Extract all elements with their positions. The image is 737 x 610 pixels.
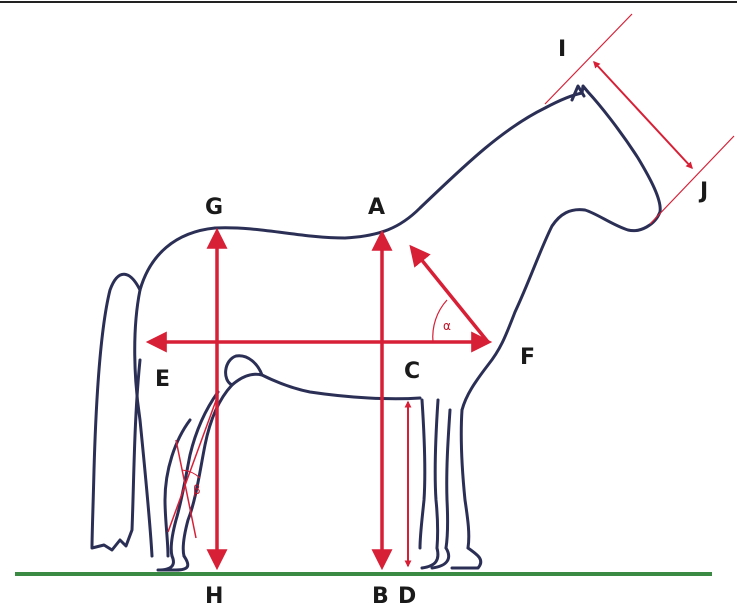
horse-outline <box>90 84 662 572</box>
measurement-lines <box>145 13 735 571</box>
shoulder-angle-arc <box>432 299 448 343</box>
head-ref-line-top <box>544 13 633 105</box>
label-a: A <box>368 195 385 220</box>
shoulder-angle-arrow <box>409 244 490 344</box>
label-e: E <box>155 367 170 392</box>
label-f: F <box>520 345 535 370</box>
head-ref-line-bottom <box>649 135 735 225</box>
label-i: I <box>558 37 566 62</box>
hock-angle-line-1 <box>167 394 219 533</box>
label-c: C <box>404 359 420 384</box>
label-j: J <box>698 179 708 204</box>
hock-angle-symbol: β <box>193 483 201 497</box>
label-b: B <box>372 584 389 609</box>
head-length-arrow <box>593 60 693 170</box>
hock-angle-arc <box>181 469 201 479</box>
shoulder-angle-symbol: α <box>443 319 451 333</box>
label-h: H <box>205 584 223 609</box>
hock-angle-line-2 <box>175 439 197 539</box>
label-d: D <box>398 584 416 609</box>
label-g: G <box>205 195 223 220</box>
